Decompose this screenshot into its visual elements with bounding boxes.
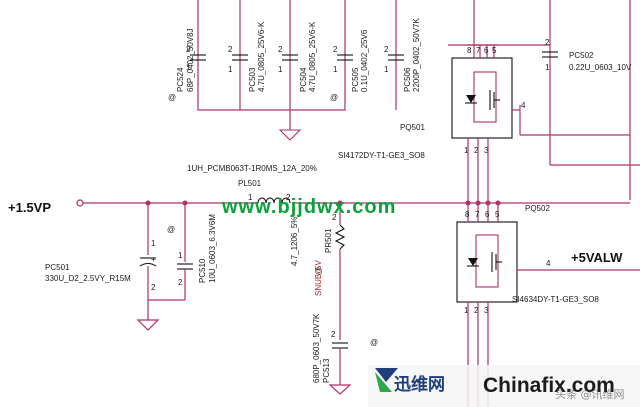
pin-number: 4 <box>521 101 526 110</box>
pq501-ref: PQ501 <box>400 123 425 132</box>
net-label-1-5vp: +1.5VP <box>8 200 51 215</box>
pin-number: 2 <box>178 278 183 287</box>
pin-number: 1 <box>464 146 469 155</box>
pin-number: 1 <box>278 65 283 74</box>
pin-number: 2 <box>278 45 283 54</box>
pin-number: 1 <box>248 193 253 202</box>
inductor-pl501: 1 2 PL501 1UH_PCMB063T-1R0MS_12A_20% <box>187 164 317 204</box>
at-mark: @ <box>330 93 338 102</box>
pc524-ref: PC524 <box>176 67 185 92</box>
capacitor-pc505: 2 1 PC505 0.1U_0402_25V6 @ <box>330 29 369 102</box>
pc510-ref: PC510 <box>198 258 207 283</box>
capacitor-pc506: 2 1 PC506 2200P_0402_50V7K <box>384 0 421 110</box>
logo-overlay-text: 头条 @讯维网 <box>555 387 625 401</box>
pq501-part: SI4172DY-T1-GE3_SO8 <box>338 151 425 160</box>
pin-number: 1 <box>384 65 389 74</box>
pin-number: 2 <box>474 306 479 315</box>
pq502-part: SI4634DY-T1-GE3_SO8 <box>512 295 599 304</box>
pc513-ref: PC513 <box>322 358 331 383</box>
pc501-ref: PC501 <box>45 263 70 272</box>
logo-en-text: Chinafix.com <box>483 374 615 397</box>
pc505-value: 0.1U_0402_25V6 <box>360 29 369 92</box>
pin-number: 2 <box>474 146 479 155</box>
pin-number: 5 <box>492 46 497 55</box>
pin-number: 1 <box>545 63 550 72</box>
at-mark: @ <box>168 93 176 102</box>
at-mark: @ <box>167 225 175 234</box>
pin-number: 6 <box>485 210 490 219</box>
ground-symbol <box>278 129 302 141</box>
pc501-value: 330U_D2_2.5VY_R15M <box>45 274 131 283</box>
pl501-value: 1UH_PCMB063T-1R0MS_12A_20% <box>187 164 317 173</box>
resistor-pr501: 2 4.7_1206_5% PR501 SNUB 5V @ <box>290 203 346 340</box>
pin-number: 2 <box>384 45 389 54</box>
pin-number: 2 <box>186 45 191 54</box>
pin-number: 2 <box>333 45 338 54</box>
pc524-value: 68P_0402_50V8J <box>186 28 195 92</box>
pin-number: 1 <box>333 65 338 74</box>
pin-number: 5 <box>495 210 500 219</box>
pin-number: 4 <box>546 259 551 268</box>
pin-number: 8 <box>465 210 470 219</box>
logo-cn-text: 迅维网 <box>394 374 445 395</box>
pin-number: 1 <box>151 239 156 248</box>
mosfet-pq501: 4 8 7 6 5 1 2 3 PQ501 SI4172DY-T1-GE3_SO… <box>338 0 526 205</box>
pin-number: 8 <box>467 46 472 55</box>
pq502-ref: PQ502 <box>525 204 550 213</box>
pin-number: 2 <box>286 193 291 202</box>
pin-number: 6 <box>484 46 489 55</box>
pin-number: 7 <box>476 46 481 55</box>
at-mark: @ <box>314 267 323 275</box>
pr501-ref: PR501 <box>324 228 333 253</box>
pc502-ref: PC502 <box>569 51 594 60</box>
pin-number: 2 <box>228 45 233 54</box>
polarity-plus-icon: + <box>151 255 156 264</box>
pc502-value: 0.22U_0603_10V <box>569 63 632 72</box>
pc506-ref: PC506 <box>403 67 412 92</box>
pin-number: 1 <box>186 63 191 72</box>
pc506-value: 2200P_0402_50V7K <box>412 17 421 92</box>
capacitor-pc504: 2 1 PC504 4.7U_0805_25V6-K <box>278 21 317 92</box>
pc503-value: 4.7U_0805_25V6-K <box>257 21 266 92</box>
pc504-value: 4.7U_0805_25V6-K <box>308 21 317 92</box>
pl501-ref: PL501 <box>238 179 262 188</box>
capacitor-pc524: 2 1 PC524 68P_0402_50V8J @ <box>168 28 206 102</box>
pin-number: 2 <box>332 213 337 222</box>
watermark-url: www.bjjdwx.com <box>221 196 396 218</box>
snub-label: SNUB <box>314 274 323 296</box>
rail-1-5vp: +1.5VP +5VALW <box>8 199 640 271</box>
pc503-ref: PC503 <box>248 67 257 92</box>
pin-number: 2 <box>151 283 156 292</box>
pin-number: 1 <box>464 306 469 315</box>
snub-net-label: 5V <box>314 260 323 270</box>
capacitor-pc501: 1 2 + PC501 330U_D2_2.5VY_R15M <box>45 203 185 331</box>
pin-number: 3 <box>484 306 489 315</box>
net-label-5valw: +5VALW <box>571 250 623 265</box>
site-watermark: www.bjjdwx.com <box>221 196 396 218</box>
capacitor-pc510: 1 2 PC510 10U_0603_6.3V6M @ <box>167 203 217 300</box>
pin-number: 3 <box>484 146 489 155</box>
pc510-value: 10U_0603_6.3V6M <box>208 214 217 283</box>
pin-number: 2 <box>545 38 550 47</box>
chinafix-logo: 迅维网 Chinafix.com 头条 @讯维网 <box>368 365 640 407</box>
pin-number: 1 <box>178 251 183 260</box>
pc505-ref: PC505 <box>351 67 360 92</box>
pin-number: 7 <box>475 210 480 219</box>
pin-number: 1 <box>228 65 233 74</box>
capacitor-pc502: 2 1 PC502 0.22U_0603_10V <box>542 38 632 72</box>
pr501-value: 4.7_1206_5% <box>290 217 299 266</box>
pin-number: 2 <box>331 330 336 339</box>
logo-mark-icon <box>375 368 398 392</box>
pc513-value: 680P_0603_50V7K <box>312 313 321 383</box>
capacitor-pc513: 2 680P_0603_50V7K PC513 @ <box>312 313 378 395</box>
pc504-ref: PC504 <box>299 67 308 92</box>
at-mark: @ <box>370 338 378 347</box>
capacitor-pc503: 2 1 PC503 4.7U_0805_25V6-K <box>228 21 266 92</box>
